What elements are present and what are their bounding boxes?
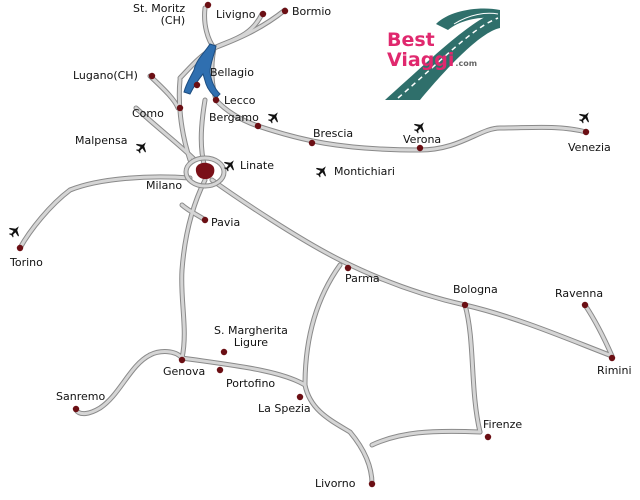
- city-label-sanremo[interactable]: Sanremo: [56, 390, 106, 403]
- logo[interactable]: Best Viaggi.com: [387, 30, 477, 74]
- city-label-pavia[interactable]: Pavia: [211, 216, 241, 229]
- city-label-lecco[interactable]: Lecco: [224, 94, 256, 107]
- city-label-bologna[interactable]: Bologna: [453, 283, 498, 296]
- city-label-linate[interactable]: Linate: [240, 159, 274, 172]
- city-label-bormio[interactable]: Bormio: [292, 5, 332, 18]
- airplane-icon: [6, 222, 24, 240]
- city-label-livigno[interactable]: Livigno: [216, 8, 256, 21]
- city-label-lugano[interactable]: Lugano(CH): [73, 69, 138, 82]
- airplane-icon: [313, 162, 331, 180]
- city-label-firenze[interactable]: Firenze: [483, 418, 523, 431]
- city-label-portofino[interactable]: Portofino: [226, 377, 276, 390]
- city-label-brescia[interactable]: Brescia: [313, 127, 354, 140]
- city-label-ravenna[interactable]: Ravenna: [555, 287, 604, 300]
- city-label-como[interactable]: Como: [132, 107, 164, 120]
- milano-center: [195, 162, 215, 180]
- city-label-parma[interactable]: Parma: [345, 272, 380, 285]
- logo-road-icon: [385, 8, 500, 100]
- airplane-icon: [265, 108, 283, 126]
- logo-line3: .com: [455, 59, 478, 68]
- city-label-genova[interactable]: Genova: [163, 365, 206, 378]
- city-label-rimini[interactable]: Rimini: [597, 364, 632, 377]
- city-label-milano[interactable]: Milano: [146, 179, 183, 192]
- lake-como: [183, 43, 221, 99]
- city-label-bellagio[interactable]: Bellagio: [210, 66, 254, 79]
- logo-line1: Best: [387, 29, 435, 51]
- city-label-malpensa[interactable]: Malpensa: [75, 134, 128, 147]
- city-label-montichiari[interactable]: Montichiari: [334, 165, 395, 178]
- city-label-st-moritz[interactable]: St. Moritz(CH): [133, 2, 186, 27]
- city-label-verona[interactable]: Verona: [403, 133, 442, 146]
- city-dots: [16, 1, 616, 488]
- city-label-bergamo[interactable]: Bergamo: [209, 111, 259, 124]
- city-label-torino[interactable]: Torino: [10, 256, 43, 269]
- airplane-icon: [133, 138, 151, 156]
- logo-line2: Viaggi: [387, 49, 455, 71]
- city-label-livorno[interactable]: Livorno: [315, 477, 356, 490]
- city-label-venezia[interactable]: Venezia: [568, 141, 611, 154]
- city-label-la-spezia[interactable]: La Spezia: [258, 402, 311, 415]
- airplane-icon: [576, 108, 594, 126]
